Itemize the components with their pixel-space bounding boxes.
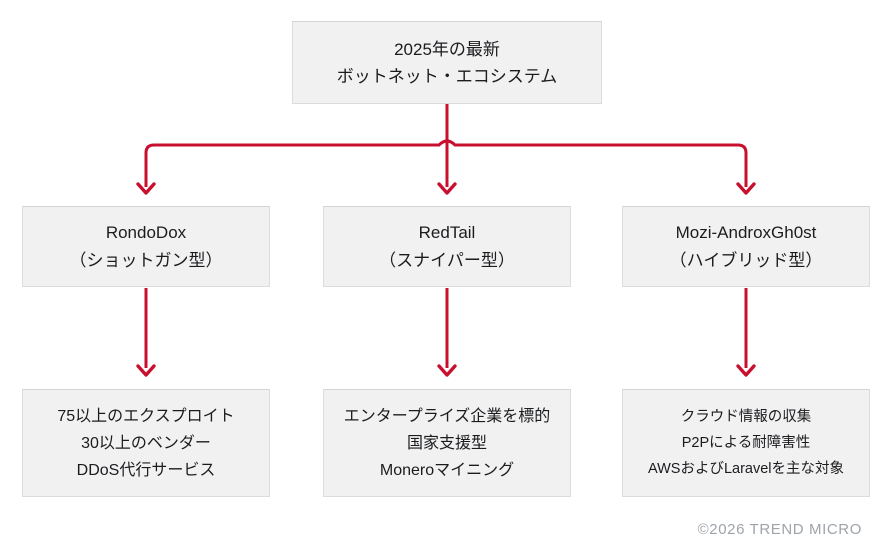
detail-node-redtail: エンタープライズ企業を標的 国家支援型 Moneroマイニング xyxy=(323,389,571,497)
copyright-credit: ©2026 TREND MICRO xyxy=(697,521,862,538)
branch-node-rondodox: RondoDox （ショットガン型） xyxy=(22,206,270,287)
branch-bar-line xyxy=(144,139,748,187)
arrowhead-level1-left xyxy=(136,182,156,195)
detail-line: 75以上のエクスプロイト xyxy=(57,407,235,425)
detail-line: 30以上のベンダー xyxy=(81,434,211,452)
detail-line: 国家支援型 xyxy=(406,434,487,452)
detail-line: Moneroマイニング xyxy=(379,461,515,479)
root-node: 2025年の最新 ボットネット・エコシステム xyxy=(292,21,602,104)
arrowhead-level2-left xyxy=(136,364,156,377)
branch-node-redtail: RedTail （スナイパー型） xyxy=(323,206,571,287)
detail-node-rondodox: 75以上のエクスプロイト 30以上のベンダー DDoS代行サービス xyxy=(22,389,270,497)
branch-type: （スナイパー型） xyxy=(379,250,515,270)
detail-line: エンタープライズ企業を標的 xyxy=(343,407,551,425)
arrowhead-level1-right xyxy=(736,182,756,195)
detail-node-mozi-androxgh0st: クラウド情報の収集 P2Pによる耐障害性 AWSおよびLaravelを主な対象 xyxy=(622,389,870,497)
arrowhead-level2-right xyxy=(736,364,756,377)
detail-line: DDoS代行サービス xyxy=(76,461,216,479)
arrowhead-level1-center xyxy=(437,182,457,195)
detail-line: クラウド情報の収集 xyxy=(680,409,812,425)
detail-line: P2Pによる耐障害性 xyxy=(681,435,811,451)
branch-name: Mozi-AndroxGh0st xyxy=(675,222,817,242)
branch-node-mozi-androxgh0st: Mozi-AndroxGh0st （ハイブリッド型） xyxy=(622,206,870,287)
branch-type: （ショットガン型） xyxy=(69,250,223,270)
branch-name: RondoDox xyxy=(105,222,187,242)
branch-type: （ハイブリッド型） xyxy=(669,250,823,270)
detail-line: AWSおよびLaravelを主な対象 xyxy=(647,461,845,477)
root-title-line1: 2025年の最新 xyxy=(394,39,500,59)
branch-name: RedTail xyxy=(418,222,476,242)
root-title-line2: ボットネット・エコシステム xyxy=(336,66,558,86)
arrowhead-level2-center xyxy=(437,364,457,377)
